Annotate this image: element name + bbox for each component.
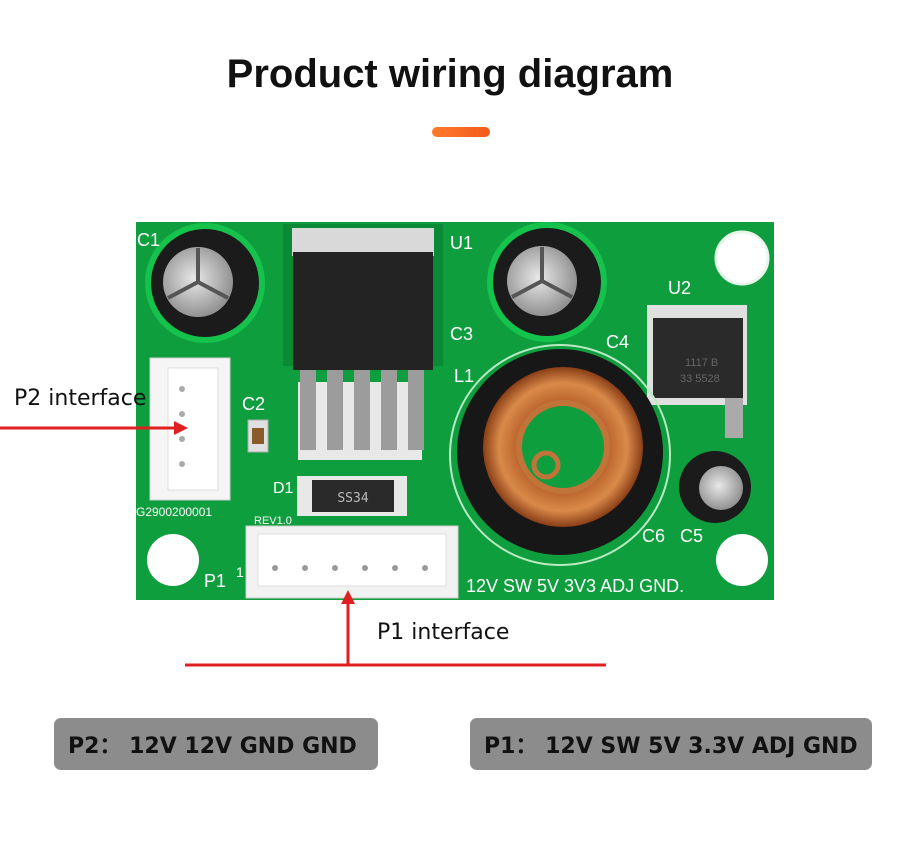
svg-text:C2: C2 <box>242 394 265 414</box>
silkscreen-labels: C1 U1 C3 C4 U2 L1 C2 D1 G2900200001 REV1… <box>136 230 703 596</box>
p1-interface-label: P1 interface <box>377 620 510 645</box>
regulator-u2: 1117 B 33 5528 <box>647 305 747 438</box>
svg-text:REV1.0: REV1.0 <box>254 515 292 527</box>
p1-pinout-badge: P1： 12V SW 5V 3.3V ADJ GND <box>470 718 872 770</box>
svg-text:C5: C5 <box>680 526 703 546</box>
page-title: Product wiring diagram <box>226 52 674 96</box>
svg-text:33 5528: 33 5528 <box>680 373 720 385</box>
svg-text:12V SW 5V 3V3 ADJ GND.: 12V SW 5V 3V3 ADJ GND. <box>466 576 684 596</box>
svg-text:P1: P1 <box>204 571 226 591</box>
p2-interface-label: P2 interface <box>14 386 147 411</box>
svg-text:C1: C1 <box>137 230 160 250</box>
svg-text:C4: C4 <box>606 332 629 352</box>
capacitor-c5 <box>679 451 751 523</box>
connector-p1 <box>245 525 459 599</box>
capacitor-c1 <box>145 223 265 343</box>
svg-text:U2: U2 <box>668 278 691 298</box>
title-accent-bar <box>432 127 490 137</box>
svg-text:C3: C3 <box>450 324 473 344</box>
mounting-holes <box>147 230 770 586</box>
regulator-u1 <box>283 224 443 460</box>
inductor-l1 <box>449 344 671 566</box>
svg-text:1: 1 <box>236 564 244 580</box>
svg-text:C6: C6 <box>642 526 665 546</box>
svg-text:SS34: SS34 <box>337 491 368 506</box>
p2-callout-arrow <box>0 421 188 435</box>
svg-text:D1: D1 <box>273 480 294 497</box>
diode-d1: SS34 <box>297 476 407 516</box>
capacitor-c3 <box>487 222 607 342</box>
svg-text:U1: U1 <box>450 233 473 253</box>
svg-text:L1: L1 <box>454 366 474 386</box>
svg-text:1117 B: 1117 B <box>685 357 718 369</box>
p1-callout-arrow <box>185 590 606 667</box>
p2-pinout-badge: P2： 12V 12V GND GND <box>54 718 378 770</box>
svg-text:G2900200001: G2900200001 <box>136 505 212 519</box>
